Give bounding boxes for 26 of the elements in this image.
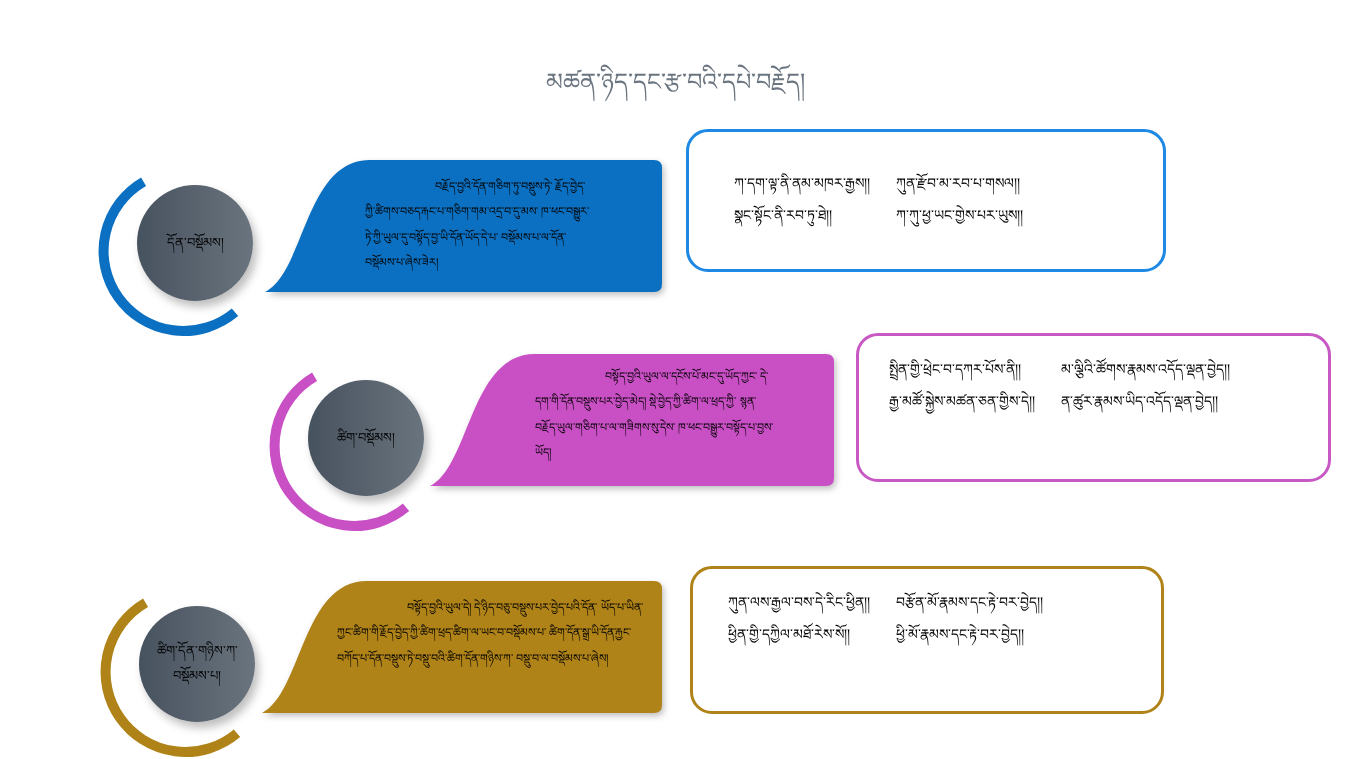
badge-label: དོན་བསྡོམས། [156,230,234,256]
banner-shape [262,581,662,713]
verse-line: སྣང་སྟོང་ནི་རབ་ཏུ་ཐེ།། [734,204,870,227]
verse-line: ཀ་ཀུ་ཕྱ་ཡང་གྱེས་པར་ཡུས།། [896,204,1023,227]
verse-line: ན་ཚུར་རྣམས་ཡིད་འདོད་ལྡན་བྱེད།། [1061,390,1230,413]
badge-label: ཚིག་དོན་གཉིས་ཀ་བསྡོམས་པ། [139,639,255,689]
verse-line: ཀ་དག་ལྟ་ནི་ནམ་མཁར་རྒྱས།། [734,172,870,195]
description-text: བརྗོད་བྱའི་དོན་གཅིག་ཏུ་བསྡུས་ཏེ་ རྗོད་བྱེད་ཀྱི་ཚིགས་བཅད་རྐང་པ་གཅིག་གམ་འདྲ་བ་དུ་མས་ ཁ་ཕང་བསྒྱུར་ཏེ་ཀྱི་ཡུལ་དུ་བསྟོད་བྱ་ཡི་དོན་ཡོད་དེ་པ་ བསྡོམས་པ་ལ་དོན་བསྡོམས་པ་ཞེས་ཟེར། [365,177,591,273]
verse-line: ཀུན་རྫོབ་མ་རབ་པ་གསལ།། [896,172,1023,195]
circle-badge [137,185,253,301]
verse-card [686,129,1166,272]
title: མཚན་ཉིད་དང་རྩ་བའི་དཔེ་བརྗོད། [0,55,1350,122]
description-text: བསྟོད་བྱའི་ཡུལ་དེ། དེ་ཉིད་བཅུ་བསྡུས་པར་བྱེད་པའི་དོན་ ཡོད་པ་ཡིན་ཀྱང་ཚིག་གི་རྗོད་བྱེད་ཀྱི་ཚིག་ཕྲད་ཚིག་ལ་ཡང་བ་བསྡོམས་པ་ ཚིག་དོན་སྒྲ་ཡི་དོན་རྐྱང་བཀོད་པ་དོན་བསྡུས་ཏེ་བསྡུ་བའི་ཚིག་དོན་གཉིས་ཀ་ བསྡུ་བ་ལ་བསྡོམས་པ་ཞེས། [337,595,652,671]
verse-line: ཀུན་ལས་རྒྱལ་བས་དེ་རིང་ཕྱིན།། [728,591,870,614]
verse-line: བརྩོན་མོ་རྣམས་དང་རྟེ་བར་བྱེད།། [896,591,1043,614]
verse-line: ཕྱིན་གྱི་དཀྱིལ་མཐོ་རེས་སོ།། [728,623,870,646]
verse-line: ཕྱི་མོ་རྣམས་དང་རྟེ་བར་བྱེད།། [896,623,1043,646]
verse-line: སྤྲིན་གྱི་ཕྲེང་བ་དཀར་པོས་ནི།། [889,358,1035,381]
verse-card [690,566,1164,714]
circle-badge [308,380,424,496]
verse-line: མ་ལྕིའི་ཚོགས་རྣམས་འདོད་ལྡན་བྱེད།། [1061,358,1230,381]
banner-shape [265,160,662,292]
circle-badge [139,606,255,722]
badge-label: ཚིག་བསྡོམས། [327,425,405,451]
banner-shape [430,354,834,486]
verse-card [856,333,1331,482]
